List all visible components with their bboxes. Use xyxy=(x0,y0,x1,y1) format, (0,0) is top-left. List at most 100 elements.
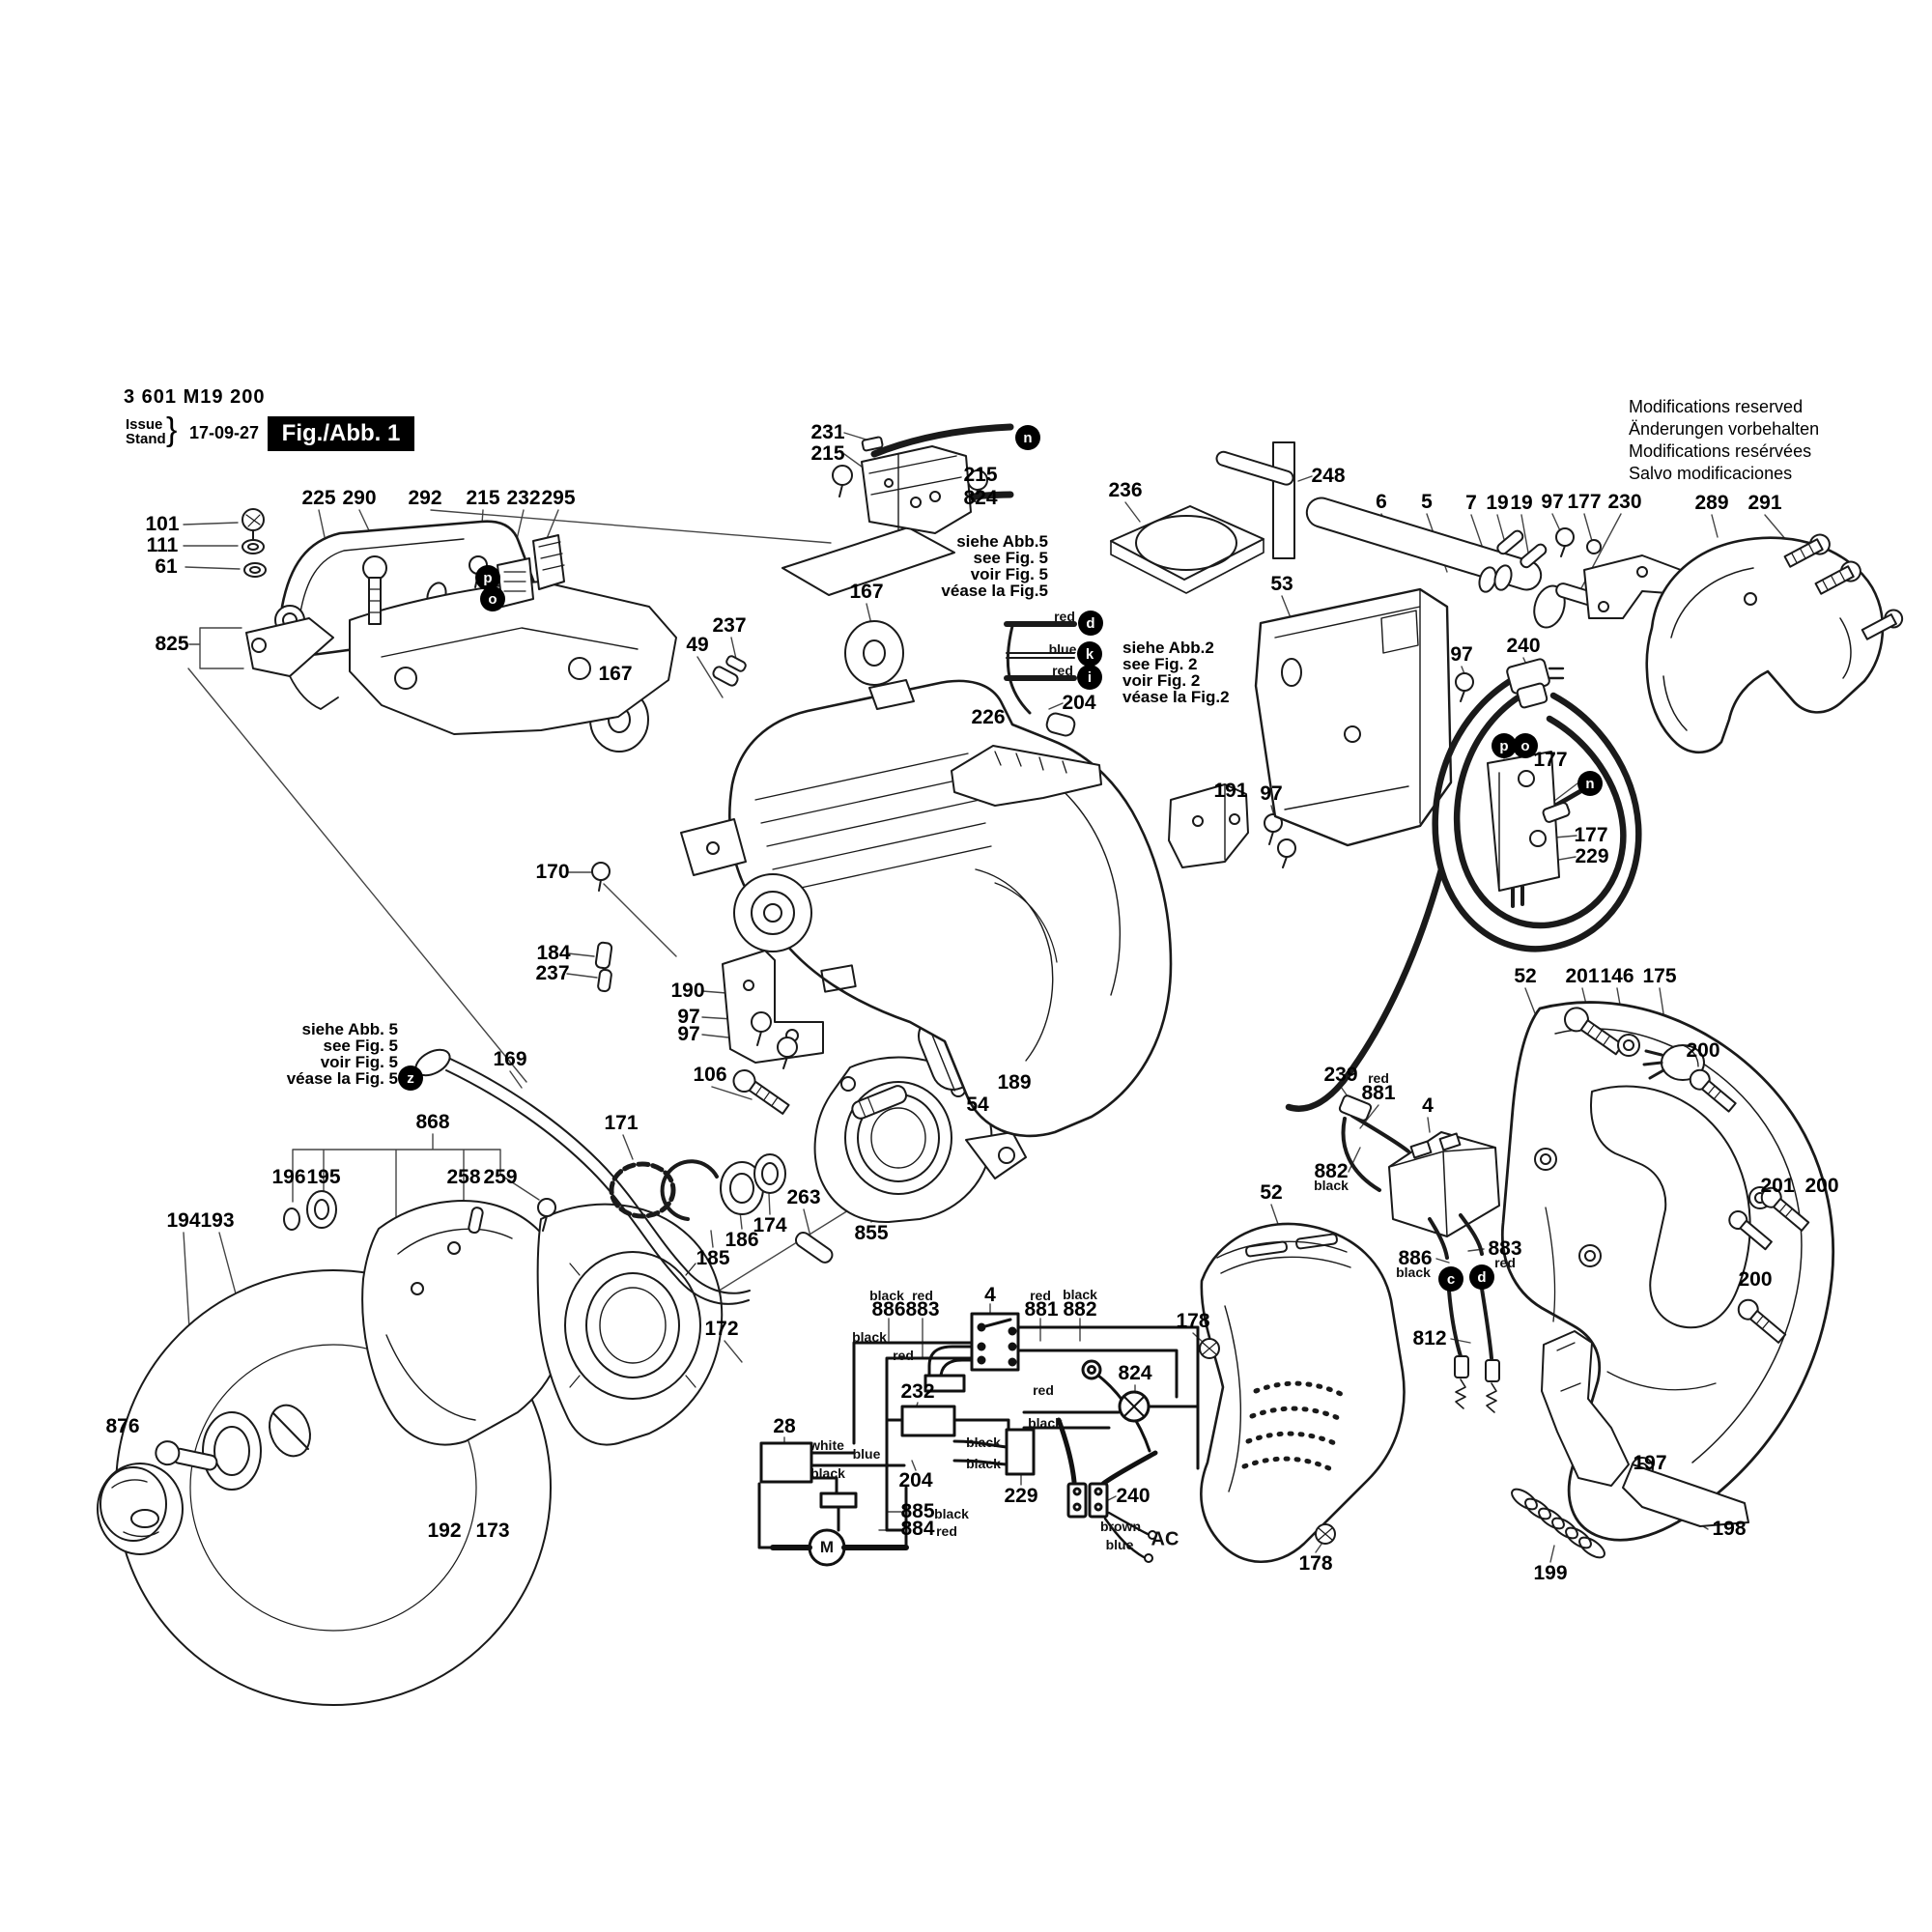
switch-824-group xyxy=(832,423,1014,534)
blade-guard-289 xyxy=(1645,533,1904,754)
notice-line: Modifications resérvées xyxy=(1629,441,1812,461)
figure-title-badge: Fig./Abb. 1 xyxy=(268,416,414,451)
header: 3 601 M19 200 xyxy=(124,386,265,409)
wire-label: red xyxy=(1368,1070,1389,1086)
wire-label: red xyxy=(1033,1382,1054,1398)
part-label: 52 xyxy=(1514,965,1537,987)
part-label: 199 xyxy=(1533,1562,1568,1584)
part-label: 881 xyxy=(1024,1298,1059,1321)
circled-letter-n: n xyxy=(1577,771,1603,796)
part-label: 200 xyxy=(1686,1039,1720,1062)
wire-label: black xyxy=(852,1329,887,1345)
part-label: 178 xyxy=(1176,1310,1210,1332)
fastener-set-right xyxy=(1563,1007,1810,1344)
circled-letter-k: k xyxy=(1077,641,1102,667)
part-label: 5 xyxy=(1421,491,1433,513)
doc-part-number: 3 601 M19 200 xyxy=(124,386,266,408)
part-label: 232 xyxy=(506,487,541,509)
part-label: 885 xyxy=(900,1500,935,1522)
part-label: 101 xyxy=(145,513,180,535)
part-label: 167 xyxy=(598,663,633,685)
part-label: 225 xyxy=(301,487,336,509)
part-label: 111 xyxy=(146,534,179,556)
part-label: 230 xyxy=(1607,491,1642,513)
part-label: 201 xyxy=(1565,965,1600,987)
part-label: 97 xyxy=(1260,782,1283,805)
wire-label: black xyxy=(966,1435,1001,1450)
part-label: 236 xyxy=(1108,479,1143,501)
circled-letter-n: n xyxy=(1015,425,1040,450)
circled-letter-d: d xyxy=(1469,1264,1494,1290)
part-label: 194 xyxy=(166,1209,201,1232)
part-label: 170 xyxy=(535,861,570,883)
handle-left-52 xyxy=(1199,1222,1406,1563)
part-label: 195 xyxy=(306,1166,341,1188)
part-label: 215 xyxy=(810,442,845,465)
part-label: 882 xyxy=(1063,1298,1097,1321)
ring-washer-set xyxy=(609,1153,834,1264)
wire-label: black xyxy=(934,1506,969,1521)
slide-rod-group xyxy=(1215,441,1682,629)
part-label: 231 xyxy=(810,421,845,443)
part-label: 189 xyxy=(997,1071,1032,1094)
part-label: 185 xyxy=(696,1247,730,1269)
wire-label: black xyxy=(1063,1287,1097,1302)
part-label: 886 xyxy=(871,1298,906,1321)
part-label: 881 xyxy=(1361,1082,1396,1104)
part-label: 6 xyxy=(1376,491,1387,513)
part-label: 232 xyxy=(900,1380,935,1403)
wire-label: blue xyxy=(1105,1537,1134,1552)
part-label: 240 xyxy=(1116,1485,1151,1507)
part-label: 215 xyxy=(466,487,500,509)
part-label: 200 xyxy=(1738,1268,1773,1291)
part-label: 190 xyxy=(670,980,705,1002)
issue-label: Issue xyxy=(126,416,163,433)
wire-label: black xyxy=(1314,1178,1349,1193)
cable-connector-240 xyxy=(1506,658,1565,709)
part-label: 237 xyxy=(712,614,747,637)
label-plate-292 xyxy=(781,526,955,596)
wire-label: red xyxy=(1030,1288,1051,1303)
part-label: 7 xyxy=(1465,492,1477,514)
part-label: 289 xyxy=(1694,492,1729,514)
part-label: 204 xyxy=(1062,692,1096,714)
wire-label: white xyxy=(810,1437,844,1453)
part-label: 4 xyxy=(984,1284,996,1306)
part-label: 191 xyxy=(1213,780,1248,802)
wiring-schematic xyxy=(757,1312,1200,1567)
part-label: 240 xyxy=(1506,635,1541,657)
part-label: 174 xyxy=(753,1214,787,1236)
wire-label: AC xyxy=(1151,1528,1179,1550)
part-label: 177 xyxy=(1533,749,1568,771)
part-label: 171 xyxy=(604,1112,639,1134)
circled-letter-p: p xyxy=(1492,733,1517,758)
part-label: 169 xyxy=(493,1048,527,1070)
brace-glyph: } xyxy=(166,412,178,448)
part-label: 200 xyxy=(1804,1175,1839,1197)
part-label: 198 xyxy=(1712,1518,1747,1540)
switch-4-group xyxy=(1338,1094,1500,1413)
part-label: 197 xyxy=(1633,1452,1667,1474)
part-label: 824 xyxy=(963,487,998,509)
stand-label: Stand xyxy=(126,431,166,447)
part-label: 258 xyxy=(446,1166,481,1188)
part-label: 201 xyxy=(1760,1175,1795,1197)
part-label: 292 xyxy=(408,487,442,509)
handle-right-52 xyxy=(1500,1001,1834,1542)
wire-label: red xyxy=(1052,663,1073,678)
tension-lever xyxy=(414,1048,751,1305)
knob-175 xyxy=(1642,1044,1705,1081)
circled-letter-i: i xyxy=(1077,665,1102,690)
notice-line: Modifications reserved xyxy=(1629,397,1804,416)
linkage-group xyxy=(1511,1330,1749,1559)
part-label: 884 xyxy=(900,1518,935,1540)
part-label: 106 xyxy=(693,1064,727,1086)
part-label: 28 xyxy=(773,1415,796,1437)
part-label: 239 xyxy=(1323,1064,1358,1086)
part-label: 61 xyxy=(155,555,178,578)
part-label: 192 xyxy=(427,1520,462,1542)
wire-label: black xyxy=(1028,1415,1063,1431)
